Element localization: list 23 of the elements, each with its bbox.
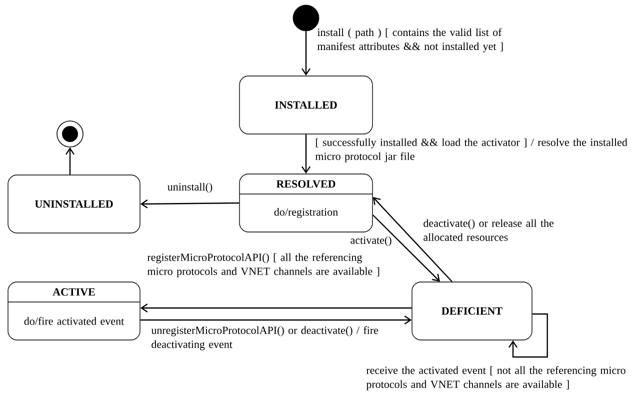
transition-arrow — [372, 196, 452, 282]
transition-arrow — [140, 199, 240, 208]
edge-label: activate() — [350, 236, 392, 246]
transition-arrow — [302, 31, 310, 76]
state-box: INSTALLED — [239, 76, 373, 134]
transition-arrow — [508, 313, 548, 358]
edge-label: receive the activated event [ not all the referencing micro protocols and VNET channels are available ] — [366, 366, 626, 390]
transition-arrow — [302, 134, 310, 174]
edge-label: deactivate() or release all the allocated resources — [424, 219, 554, 241]
state-box: DEFICIENT — [412, 282, 532, 340]
edge-label: [ successfully installed && load the activator ] / resolve the installed micro protocol jar file — [315, 138, 628, 162]
edge-label: registerMicroProtocolAPI() [ all the referencing micro protocols and VNET channels are available ] — [147, 253, 380, 278]
transition-arrow — [140, 316, 412, 324]
transition-arrow — [140, 303, 412, 312]
edge-label: uninstall() — [168, 182, 212, 193]
transition-arrow — [372, 214, 440, 282]
edge-label: unregisterMicroProtocolAPI() or deactivate() / fire deactivating event — [151, 326, 378, 350]
transition-arrow — [66, 147, 74, 175]
initial-state-dot — [292, 4, 320, 32]
state-box: ACTIVE do/fire activated event — [8, 282, 140, 340]
final-state-bullseye — [56, 120, 84, 148]
edge-label: install ( path ) [ contains the valid list of manifest attributes && not installed yet ] — [317, 28, 503, 52]
state-box: UNINSTALLED — [8, 174, 140, 234]
